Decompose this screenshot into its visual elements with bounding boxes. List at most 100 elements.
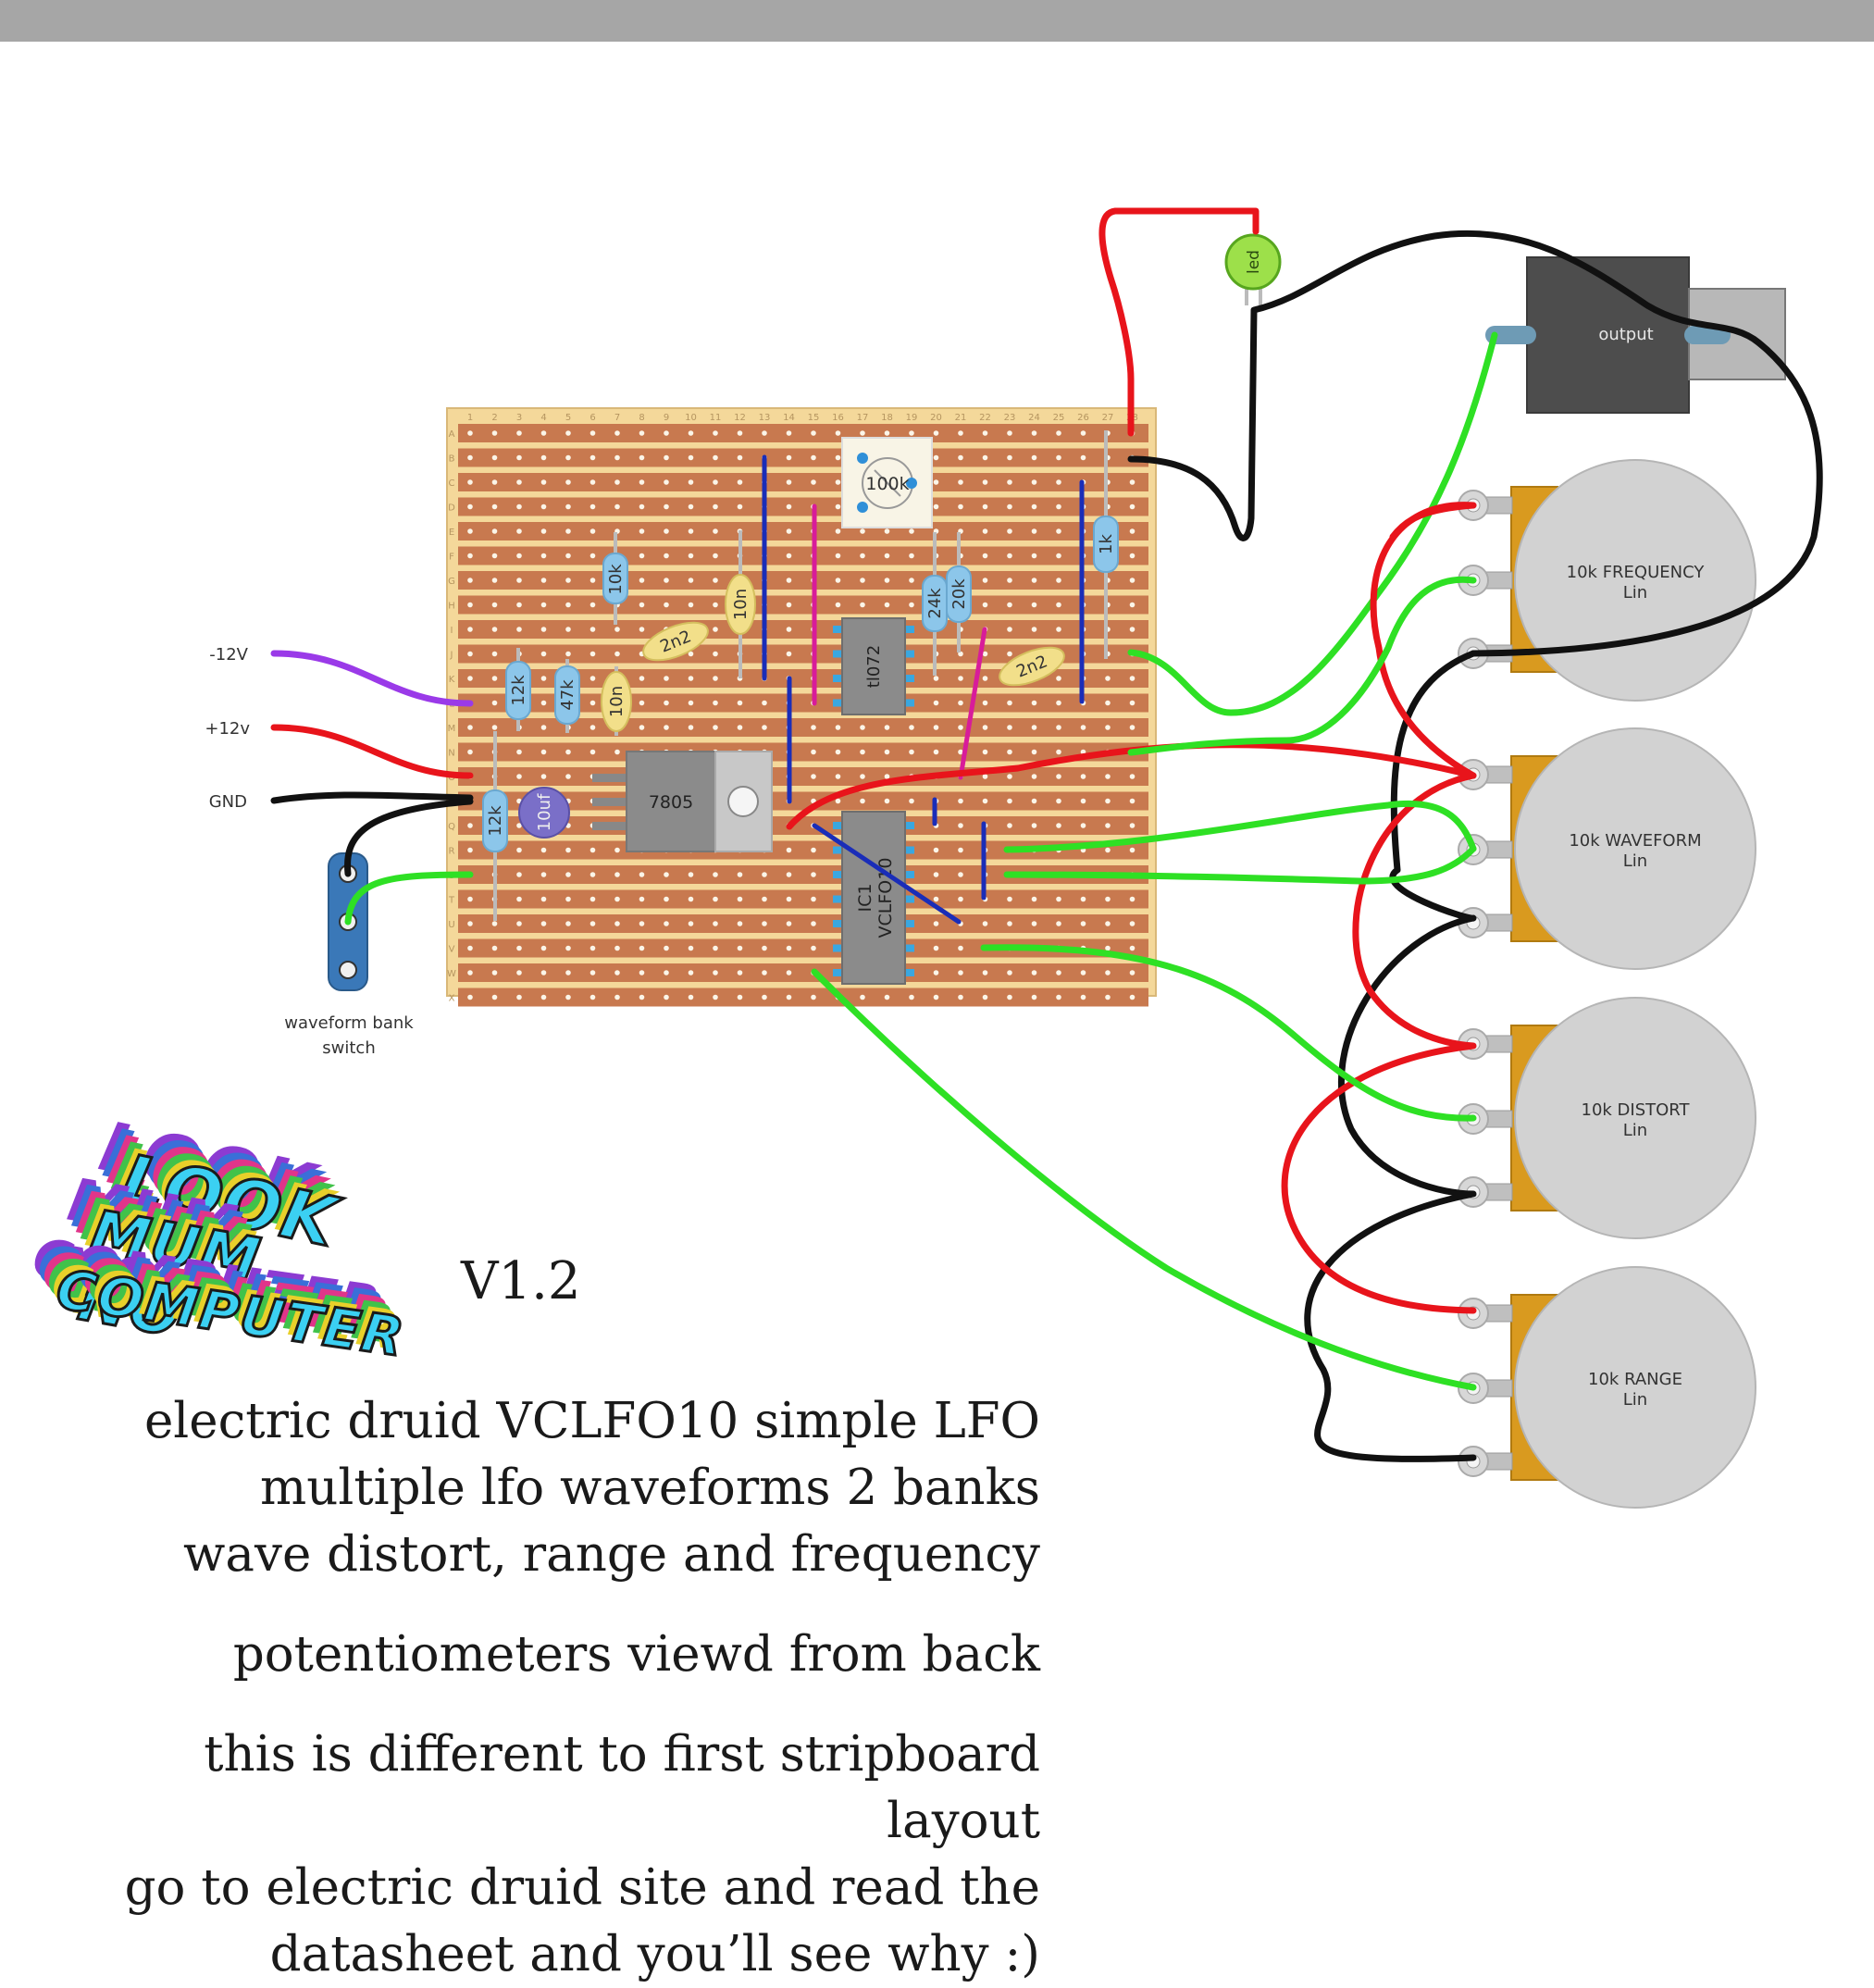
board-hole — [1129, 503, 1136, 510]
board-hole — [1056, 921, 1061, 926]
board-hole — [590, 627, 596, 632]
board-hole — [491, 994, 498, 1000]
board-hole — [713, 627, 718, 632]
board-hole — [1007, 627, 1012, 632]
board-hole — [590, 945, 596, 951]
ic-pin — [833, 920, 844, 927]
board-hole — [688, 945, 694, 951]
copper-strip — [458, 644, 1148, 664]
column-label: 12 — [734, 413, 746, 423]
copper-strip — [458, 571, 1148, 590]
board-hole — [835, 528, 841, 534]
board-hole — [933, 749, 939, 755]
pot-body — [1514, 727, 1756, 970]
board-hole — [467, 602, 473, 608]
resistor-label: 12k — [486, 805, 505, 837]
board-hole — [958, 823, 963, 828]
column-label: 4 — [540, 413, 546, 423]
ic-pin — [833, 846, 844, 854]
board-hole — [565, 578, 571, 583]
wire-switch-bank — [344, 871, 474, 926]
board-hole — [565, 970, 571, 975]
board-hole — [664, 994, 669, 1000]
board-hole — [1007, 896, 1012, 902]
row-label: W — [447, 969, 456, 979]
board-hole — [835, 578, 841, 583]
board-hole — [540, 994, 547, 1000]
board-hole — [909, 528, 914, 534]
ic-pin — [903, 895, 914, 903]
copper-strip — [458, 522, 1148, 540]
row-label: N — [448, 749, 454, 759]
wire-waveform-wiper-b — [1003, 845, 1477, 885]
board-hole — [762, 872, 767, 877]
board-hole — [664, 430, 669, 436]
board-hole — [860, 553, 865, 559]
board-hole — [982, 578, 988, 583]
column-label: 6 — [590, 413, 595, 423]
ic-pin — [833, 699, 844, 707]
board-hole — [491, 430, 498, 436]
resistor-label: 10k — [606, 564, 626, 595]
board-hole — [540, 553, 547, 559]
board-hole — [614, 479, 620, 485]
board-hole — [565, 553, 571, 559]
board-hole — [933, 970, 939, 975]
board-hole — [614, 994, 620, 1000]
board-hole — [639, 970, 645, 975]
board-hole — [1056, 725, 1061, 730]
capacitor-10n-lower: 10n — [601, 666, 632, 736]
board-hole — [933, 872, 939, 877]
board-hole — [1056, 774, 1061, 779]
pot-name: 10k DISTORT — [1582, 1100, 1691, 1120]
board-hole — [786, 872, 792, 877]
board-hole — [467, 749, 473, 755]
board-hole — [713, 430, 718, 436]
board-hole — [1056, 896, 1061, 902]
board-hole — [1007, 798, 1012, 804]
board-hole — [491, 528, 498, 534]
hookup-wires — [270, 207, 1823, 1462]
board-hole — [982, 676, 988, 681]
board-hole — [1031, 774, 1037, 779]
board-hole — [467, 945, 473, 951]
board-hole — [491, 578, 498, 583]
wire-waveform-wiper-a — [1003, 800, 1477, 853]
board-hole — [713, 528, 718, 534]
board-hole — [713, 945, 718, 951]
board-hole — [1129, 847, 1136, 853]
board-hole — [639, 994, 645, 1000]
board-hole — [1056, 627, 1061, 632]
row-label: X — [449, 994, 455, 1004]
board-hole — [688, 921, 694, 926]
board-hole — [467, 454, 473, 461]
board-hole — [639, 896, 645, 902]
switch-label-line2: switch — [322, 1038, 375, 1058]
board-hole — [909, 578, 914, 583]
note-line: multiple lfo waveforms 2 banks — [260, 1460, 1040, 1516]
trimmer-slot — [874, 469, 901, 497]
column-label: 17 — [857, 413, 869, 423]
board-hole — [958, 454, 963, 461]
board-hole — [565, 627, 571, 632]
board-hole — [1080, 725, 1086, 730]
board-hole — [884, 553, 890, 559]
board-hole — [1105, 725, 1111, 730]
row-label: G — [448, 577, 455, 587]
board-hole — [1129, 725, 1136, 730]
board-hole — [835, 798, 841, 804]
row-label: U — [448, 920, 454, 930]
board-hole — [1105, 847, 1111, 853]
column-label: 1 — [467, 413, 473, 423]
board-hole — [909, 553, 914, 559]
board-hole — [1031, 970, 1037, 975]
board-hole — [737, 872, 743, 877]
board-hole — [467, 847, 473, 853]
board-hole — [933, 430, 939, 436]
board-hole — [835, 454, 841, 461]
board-hole — [1105, 700, 1111, 706]
wire-vref-link — [1389, 502, 1477, 540]
board-hole — [565, 872, 571, 877]
row-label: Q — [448, 822, 455, 832]
board-hole — [664, 528, 669, 534]
